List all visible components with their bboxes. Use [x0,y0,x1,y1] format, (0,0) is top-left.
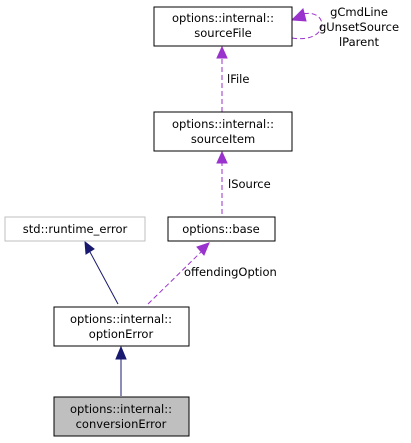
node-sourcefile-line2: sourceFile [194,26,251,40]
node-conversionerror-line1: options::internal:: [70,402,172,416]
edge-offendingoption [147,242,210,305]
node-sourceitem-line2: sourceItem [191,132,255,146]
edge-sourcefile-self-loop [290,8,323,40]
node-base[interactable]: options::base [167,216,276,242]
edge-inherit-optionerror [115,345,127,396]
edge-label-gunsetsource: gUnsetSource [319,20,399,34]
node-optionerror[interactable]: options::internal:: optionError [53,306,190,347]
node-optionerror-line2: optionError [89,327,154,341]
edge-label-lparent: lParent [339,35,379,49]
node-sourceitem[interactable]: options::internal:: sourceItem [153,111,293,152]
edge-label-lfile: lFile [227,72,249,86]
node-runtime-error-label: std::runtime_error [23,222,128,236]
node-sourcefile[interactable]: options::internal:: sourceFile [153,6,293,47]
edge-label-lsource: lSource [228,177,271,191]
edge-lfile [216,45,228,112]
node-optionerror-line1: options::internal:: [70,312,172,326]
edge-label-offendingoption: offendingOption [184,265,277,279]
edge-inherit-runtime-error [84,240,119,305]
node-sourceitem-line1: options::internal:: [172,117,274,131]
edge-label-gcmdline: gCmdLine [330,5,388,19]
edge-lsource [216,150,228,214]
node-runtime-error[interactable]: std::runtime_error [4,216,146,242]
node-sourcefile-line1: options::internal:: [172,11,274,25]
node-conversionerror-line2: conversionError [76,417,167,431]
node-conversionerror[interactable]: options::internal:: conversionError [53,396,190,437]
node-base-label: options::base [182,222,260,236]
